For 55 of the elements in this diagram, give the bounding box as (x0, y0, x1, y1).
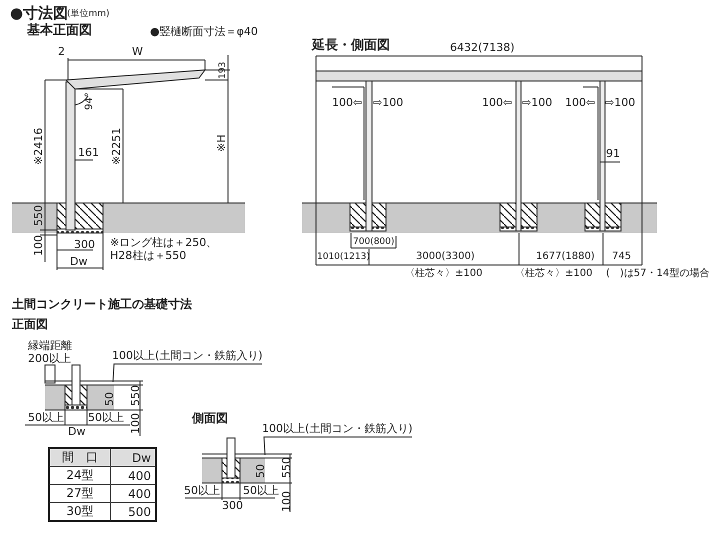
note: ※ロング柱は＋250、H28柱は＋550 (110, 237, 218, 262)
dimension-label: 縁端距離200以上 (28, 340, 73, 366)
section-heading: 土間コンクリート施工の基礎寸法 (12, 298, 192, 312)
dimension-label: 700(800) (353, 237, 394, 248)
dimension-label: 745 (612, 251, 632, 262)
dimension-label: ※H (216, 134, 229, 152)
dimension-label: 3000(3300) (416, 251, 475, 262)
dimension-label: ※2251 (111, 128, 124, 165)
dimension-label: 100 (33, 235, 46, 256)
dimension-label: W (132, 46, 143, 59)
leader-line (263, 436, 412, 456)
table-cell: 24型 (49, 466, 110, 484)
dimension-label: 91 (606, 148, 620, 161)
callout-text: 100以上(土間コン・鉄筋入り) (262, 423, 413, 436)
dimension-label: 2 (58, 46, 65, 59)
dimension-label: Dw (68, 426, 86, 439)
dimension-label: 50以上 (28, 412, 64, 425)
clearance-label: ⇨100 (373, 97, 404, 110)
clearance-label: ⇨100 (522, 97, 552, 110)
view-heading: 基本正面図 (27, 24, 92, 39)
dimension-label: 50以上 (243, 485, 279, 498)
dimension-label: 300 (222, 500, 243, 513)
dimension-label: 550 (33, 205, 46, 226)
header-cell: Dw (110, 448, 156, 466)
dimension-label: 161 (78, 147, 99, 160)
view-heading: 延長・側面図 (312, 39, 390, 54)
callout-text: 100以上(土間コン・鉄筋入り) (112, 350, 263, 363)
dimension-label: 1010(1213) (317, 252, 370, 262)
clearance-label: 100⇦ (565, 97, 596, 110)
dimension-label: Dw (70, 256, 88, 269)
header-cell: 間 口 (49, 448, 110, 466)
view-heading: 正面図 (12, 318, 48, 332)
dimension-label: 6432(7138) (450, 42, 515, 55)
dimension-label: 100 (130, 413, 143, 434)
angle-label: 94° (84, 92, 96, 110)
clearance-label: 100⇦ (482, 97, 512, 110)
clearance-label: 100⇦ (332, 97, 362, 110)
dimension-label: 50 (255, 464, 268, 478)
dimension-label: 550 (130, 385, 143, 406)
dimension-label: 50以上 (88, 412, 124, 425)
dimension-note: 〈柱芯々〉±100 (515, 268, 592, 280)
dimension-label: 1677(1880) (536, 251, 595, 262)
note: ( )は57・14型の場合 (606, 268, 710, 280)
title: ●寸法図 (10, 5, 68, 22)
dimension-label: 50 (104, 392, 117, 406)
clearance-label: ⇨100 (605, 97, 636, 110)
unit-note: (単位mm) (67, 9, 110, 20)
table-cell: 27型 (49, 484, 110, 502)
dimension-label: 50以上 (184, 485, 220, 498)
dimension-label: 300 (74, 239, 95, 252)
view-heading: 側面図 (192, 412, 228, 426)
note: ●竪樋断面寸法＝φ40 (150, 26, 258, 39)
dimension-note: 〈柱芯々〉±100 (405, 268, 482, 280)
dimension-label: ※2416 (33, 128, 46, 165)
leader-line (112, 364, 262, 382)
